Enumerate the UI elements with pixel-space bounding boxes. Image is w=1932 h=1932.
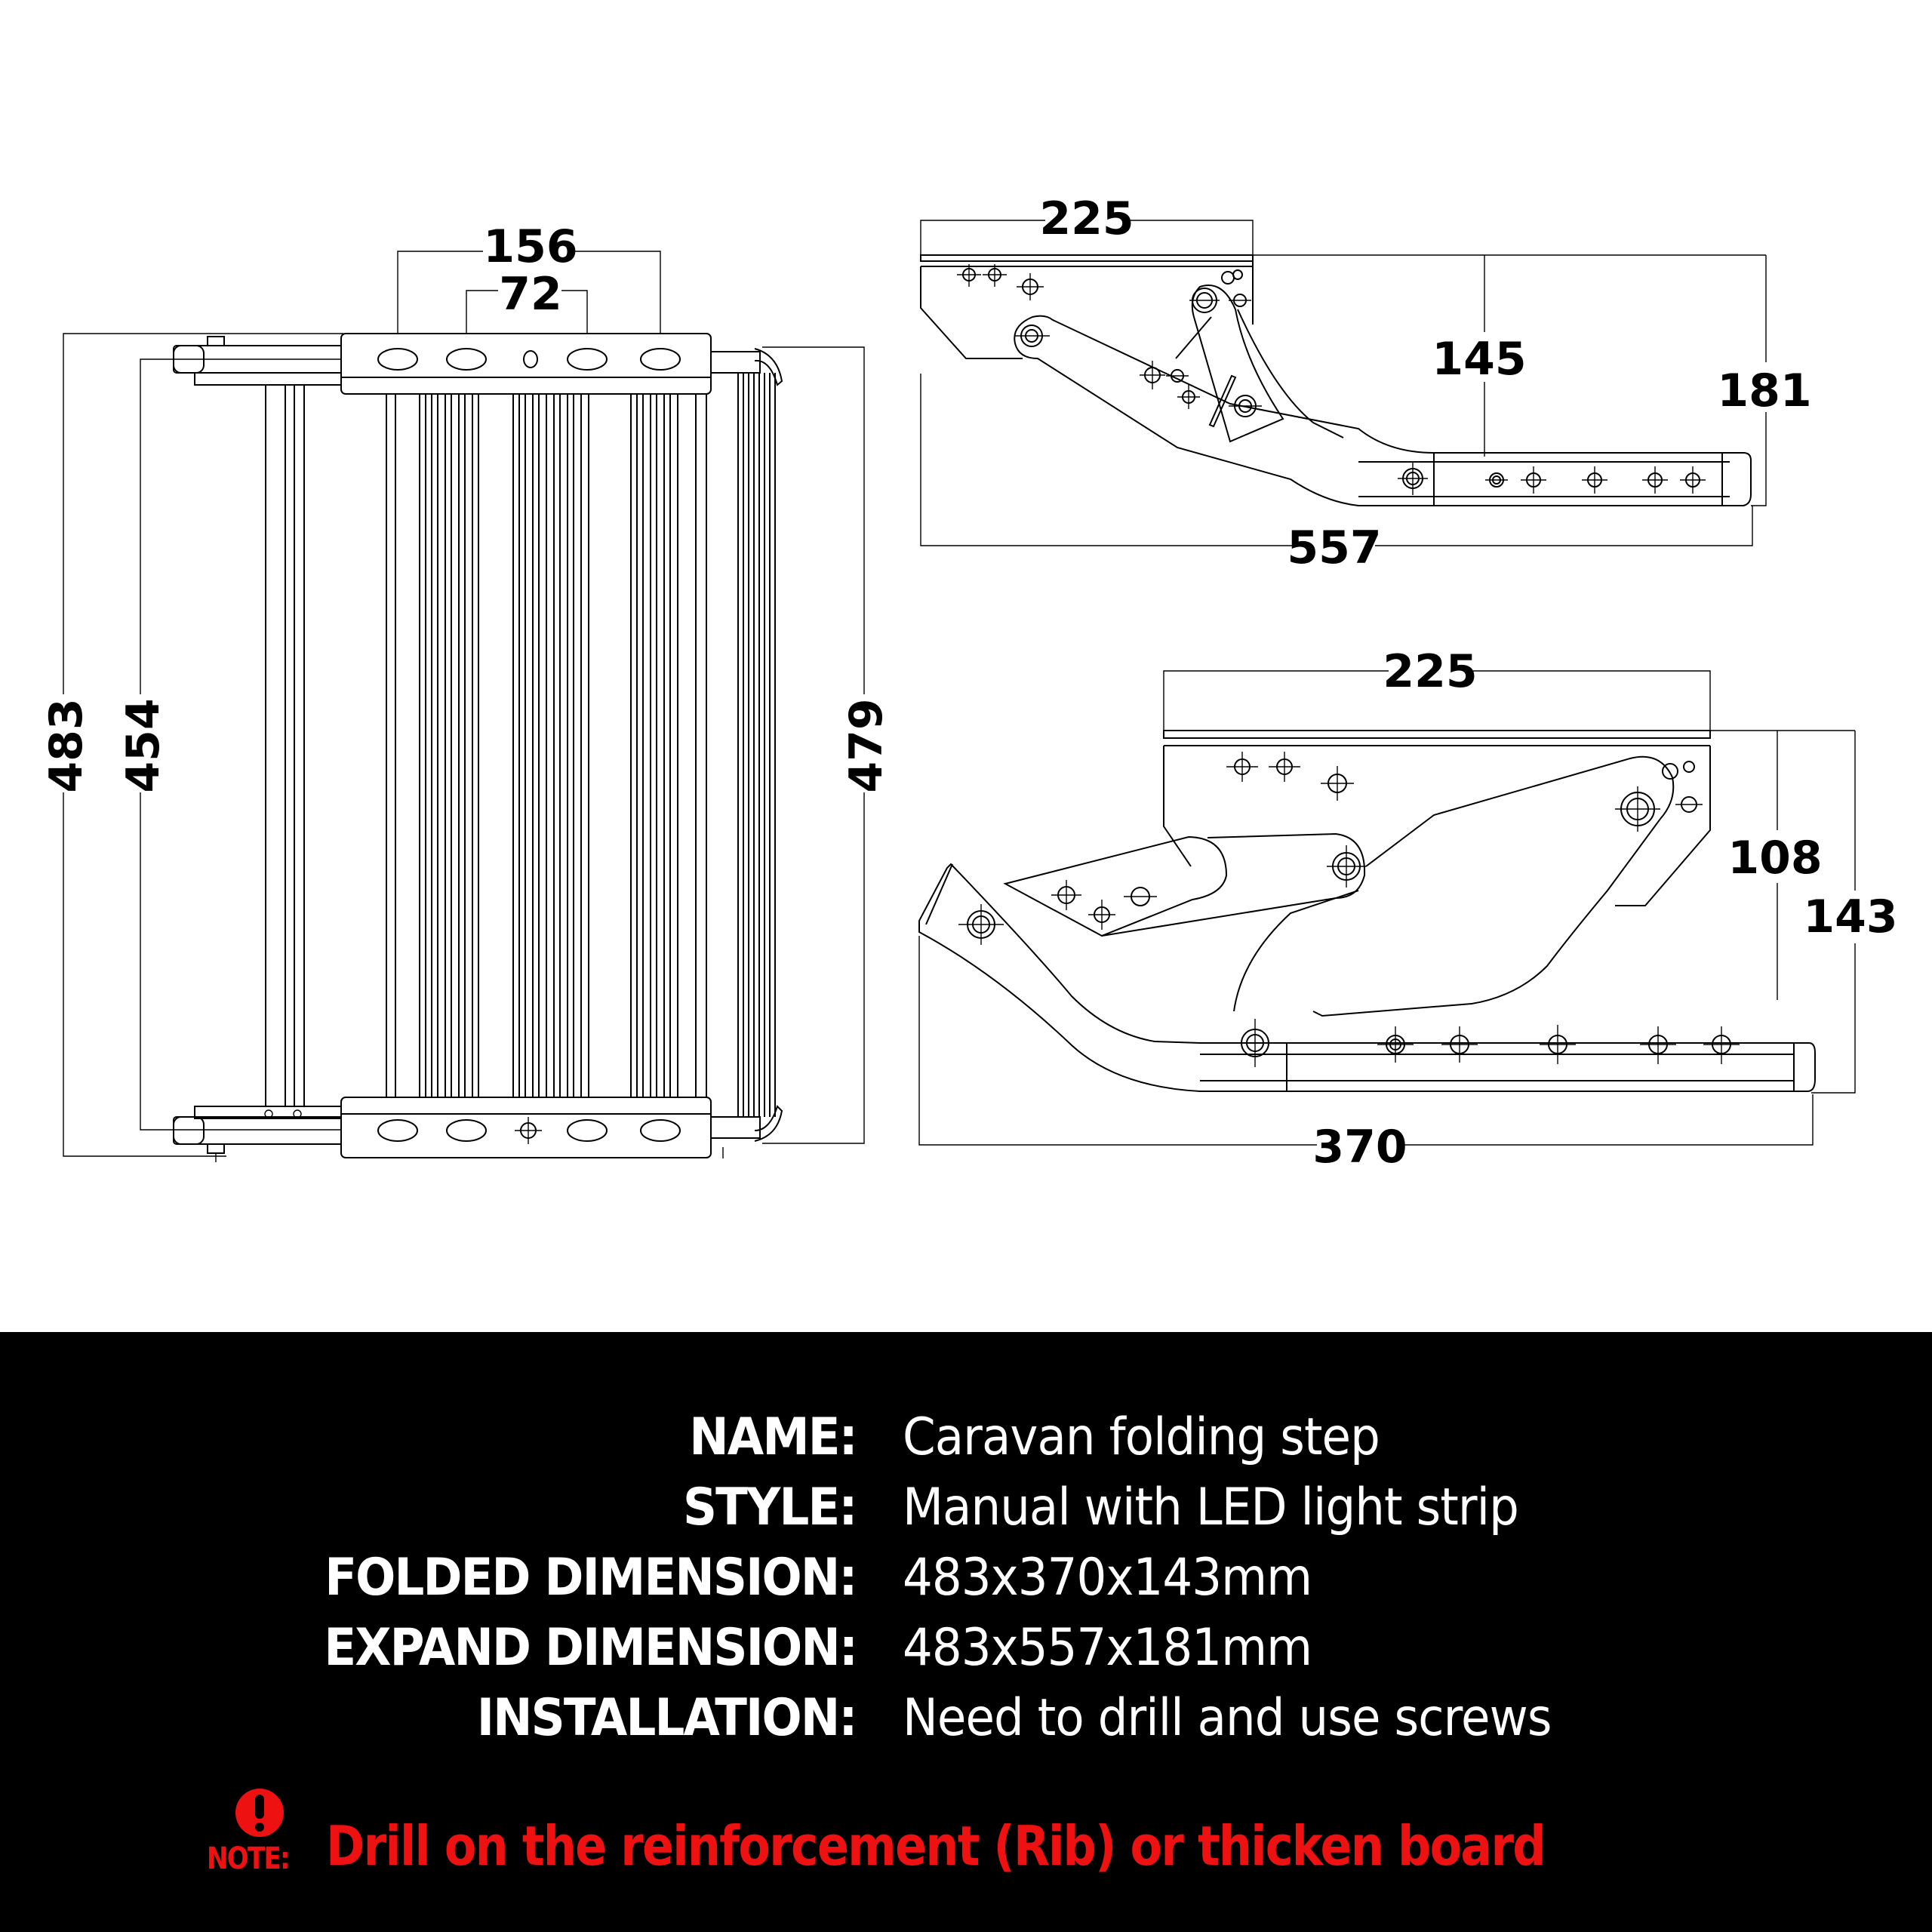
technical-drawings: 156 72 483 454 479	[40, 192, 1898, 1174]
dim-label-72: 72	[499, 268, 562, 321]
spec-row-folded-dimension: FOLDED DIMENSION: 483x370x143mm	[0, 1548, 1932, 1616]
dim-label-483: 483	[40, 698, 93, 792]
dim-label-181: 181	[1717, 365, 1811, 417]
dim-557: 557	[920, 374, 1753, 574]
spec-row-name: NAME: Caravan folding step	[0, 1407, 1932, 1475]
spec-value: Manual with LED light strip	[903, 1478, 1519, 1537]
spec-label: EXPAND DIMENSION:	[324, 1618, 858, 1678]
folded-mount-plate	[1163, 730, 1711, 906]
dim-label-225-expanded: 225	[1039, 192, 1134, 245]
dim-label-145: 145	[1432, 333, 1526, 386]
tread-ribs	[265, 373, 776, 1117]
expanded-tread-arm	[1014, 315, 1752, 506]
side-view-folded: 225 108 143 370	[918, 645, 1898, 1174]
dim-479: 479	[762, 346, 893, 1144]
dim-156: 156	[397, 220, 661, 358]
spec-label: STYLE:	[683, 1478, 857, 1537]
folded-upper-link	[1003, 832, 1366, 937]
exclamation-circle-icon	[235, 1789, 284, 1837]
bottom-mount-plate	[340, 1097, 724, 1158]
dim-454: 454	[117, 358, 358, 1131]
installation-note: NOTE: Drill on the reinforcement (Rib) o…	[0, 1789, 1932, 1887]
dim-225-expanded: 225	[920, 192, 1254, 260]
dim-370: 370	[918, 936, 1814, 1174]
front-view: 156 72 483 454 479	[40, 220, 893, 1162]
technical-drawing-area: 156 72 483 454 479	[40, 192, 1898, 1174]
note-label: NOTE:	[207, 1841, 291, 1876]
spec-value: Need to drill and use screws	[903, 1688, 1552, 1748]
dim-label-454: 454	[117, 698, 170, 792]
dim-label-370: 370	[1312, 1121, 1407, 1174]
dim-label-479: 479	[840, 698, 893, 792]
folded-tread-arm	[918, 863, 1816, 1092]
dim-108: 108	[1710, 730, 1855, 1000]
spec-value: 483x557x181mm	[903, 1618, 1312, 1678]
side-view-expanded: 225 145 181 557	[920, 192, 1812, 574]
dim-181: 181	[1717, 255, 1812, 506]
spec-row-style: STYLE: Manual with LED light strip	[0, 1478, 1932, 1546]
dim-label-156: 156	[483, 220, 577, 273]
spec-label: INSTALLATION:	[477, 1688, 858, 1748]
spec-row-expand-dimension: EXPAND DIMENSION: 483x557x181mm	[0, 1618, 1932, 1686]
dim-label-225-folded: 225	[1383, 645, 1477, 698]
bottom-nose	[754, 1105, 783, 1142]
dim-225-folded: 225	[1163, 645, 1711, 734]
dim-72: 72	[466, 268, 588, 358]
dim-label-143: 143	[1803, 891, 1897, 943]
dim-143: 143	[1803, 731, 1898, 1094]
spec-label: FOLDED DIMENSION:	[325, 1548, 858, 1607]
spec-panel: NAME: Caravan folding step STYLE: Manual…	[0, 1332, 1932, 1932]
top-mount-plate	[340, 333, 712, 395]
top-nose	[754, 348, 783, 386]
spec-row-installation: INSTALLATION: Need to drill and use scre…	[0, 1688, 1932, 1756]
dim-483: 483	[40, 333, 343, 1157]
folded-main-link	[1233, 755, 1675, 1017]
spec-label: NAME:	[689, 1407, 857, 1467]
note-text: Drill on the reinforcement (Rib) or thic…	[326, 1814, 1546, 1878]
spec-value: 483x370x143mm	[903, 1548, 1312, 1607]
spec-value: Caravan folding step	[903, 1407, 1380, 1467]
expanded-mount-plate	[920, 254, 1254, 359]
dim-label-108: 108	[1727, 832, 1822, 884]
dim-label-557: 557	[1287, 521, 1381, 574]
dim-145: 145	[1253, 254, 1766, 457]
